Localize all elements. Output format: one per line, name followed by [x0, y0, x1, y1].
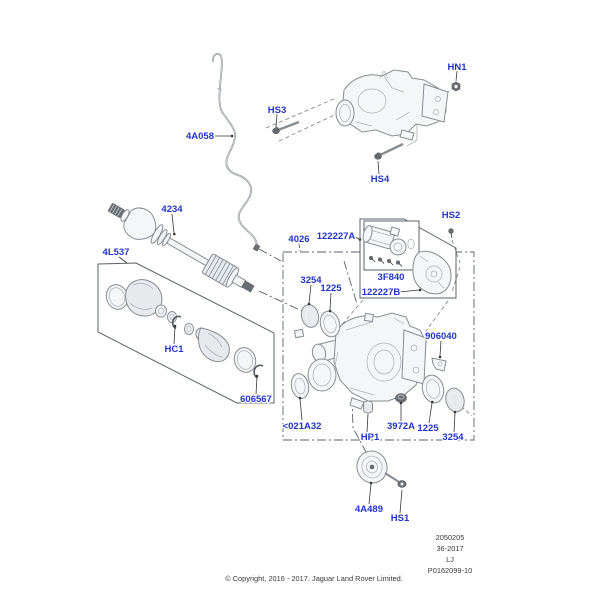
seal-1225-left — [319, 310, 341, 338]
part-label-021a32[interactable]: <021A32 — [281, 420, 322, 434]
halfshaft-drawing — [108, 203, 255, 293]
part-labels: HN1 HS3 4A058 HS4 4234 4L537 HC1 606567 … — [101, 61, 468, 526]
hs3-bolt-drawing — [272, 120, 300, 135]
part-label-4234[interactable]: 4234 — [160, 203, 184, 217]
differential-assembly-drawing — [335, 69, 449, 141]
seal-3254-left — [300, 304, 320, 328]
ref-line-3: LJ — [446, 555, 454, 564]
plug-3972a — [395, 393, 407, 403]
breather-pipe-drawing — [212, 52, 261, 252]
seal-021a32 — [290, 373, 310, 399]
seal-1225-right — [421, 374, 445, 404]
part-label-hn1[interactable]: HN1 — [446, 61, 468, 75]
actuator-drawing — [412, 250, 452, 295]
hs2-screw-drawing — [448, 228, 454, 239]
part-label-hc1[interactable]: HC1 — [163, 343, 185, 357]
motor-screws — [368, 255, 403, 267]
bracket-906040 — [431, 357, 447, 372]
hs1-bolt-drawing — [384, 472, 407, 488]
part-label-606567[interactable]: 606567 — [239, 393, 273, 407]
ref-line-1: 2050205 — [436, 533, 465, 542]
reference-block: 2050205 36-2017 LJ P0162099-10 — [428, 533, 472, 575]
part-label-hs1[interactable]: HS1 — [389, 512, 411, 526]
copyright-text: © Copyright, 2016 - 2017. Jaguar Land Ro… — [225, 574, 403, 583]
part-label-3254-left[interactable]: 3254 — [299, 274, 323, 288]
part-label-1225-left[interactable]: 1225 — [319, 282, 343, 296]
leader-lines — [118, 70, 458, 514]
damper-pulley-drawing — [356, 450, 388, 484]
part-label-4a489[interactable]: 4A489 — [354, 503, 385, 517]
seal-3254-right — [445, 387, 465, 413]
part-label-4026[interactable]: 4026 — [287, 233, 311, 247]
boot-kit-drawing — [105, 279, 264, 379]
part-label-3972a[interactable]: 3972A — [386, 420, 417, 434]
part-label-hs4[interactable]: HS4 — [369, 173, 391, 187]
part-label-4l537[interactable]: 4L537 — [101, 246, 131, 260]
hn1-nut-drawing — [451, 81, 461, 92]
part-label-122227a[interactable]: 122227A — [315, 230, 356, 244]
part-label-3254-right[interactable]: 3254 — [441, 431, 465, 445]
part-label-hs3[interactable]: HS3 — [266, 104, 287, 118]
assembly-box-4026 — [282, 251, 475, 441]
plug-hp1 — [363, 400, 373, 414]
motor-drawing — [362, 225, 415, 267]
part-label-906040[interactable]: 906040 — [424, 330, 458, 344]
differential-drawing — [293, 312, 427, 410]
part-label-122227b[interactable]: 122227B — [360, 286, 401, 300]
ref-line-4: P0162099-10 — [428, 566, 472, 575]
part-label-hp1[interactable]: HP1 — [359, 431, 381, 445]
ref-line-2: 36-2017 — [436, 544, 463, 553]
hs4-bolt-drawing — [374, 142, 404, 160]
part-label-3f840[interactable]: 3F840 — [376, 271, 406, 285]
part-label-1225-right[interactable]: 1225 — [416, 422, 440, 436]
part-label-4a058[interactable]: 4A058 — [185, 130, 216, 144]
part-label-hs2[interactable]: HS2 — [440, 209, 461, 223]
